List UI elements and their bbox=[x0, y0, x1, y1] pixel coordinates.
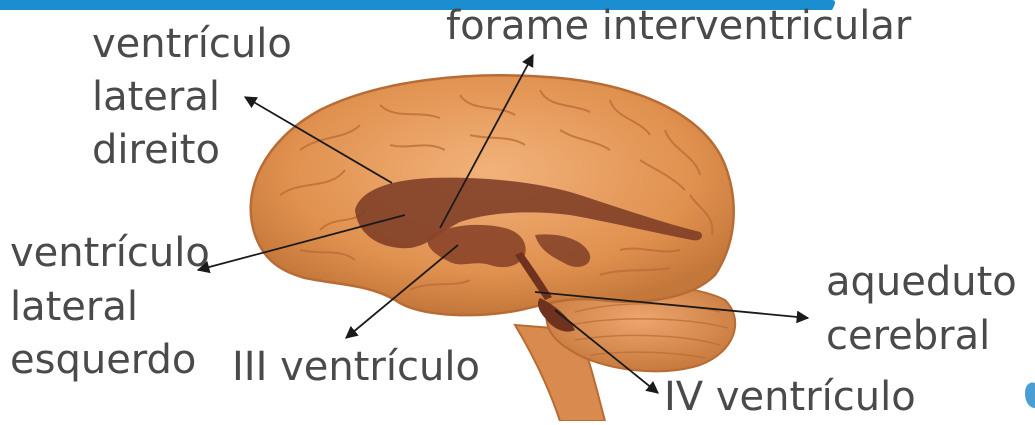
label-aqueduto-cerebral-1: aqueduto bbox=[826, 262, 1017, 302]
label-ventriculo-lateral-direito-3: direito bbox=[92, 130, 220, 170]
label-ventriculo-lateral-direito-2: lateral bbox=[92, 77, 220, 117]
label-ventriculo-lateral-esquerdo-2: lateral bbox=[10, 287, 138, 327]
label-ventriculo-lateral-direito-1: ventrículo bbox=[92, 24, 292, 64]
logo-fragment bbox=[1025, 382, 1035, 408]
label-iii-ventriculo: III ventrículo bbox=[232, 347, 480, 387]
label-aqueduto-cerebral-2: cerebral bbox=[826, 316, 990, 356]
label-forame-interventricular: forame interventricular bbox=[446, 6, 911, 46]
label-ventriculo-lateral-esquerdo-3: esquerdo bbox=[10, 340, 196, 380]
label-ventriculo-lateral-esquerdo-1: ventrículo bbox=[10, 233, 210, 273]
label-iv-ventriculo: IV ventrículo bbox=[664, 377, 916, 417]
